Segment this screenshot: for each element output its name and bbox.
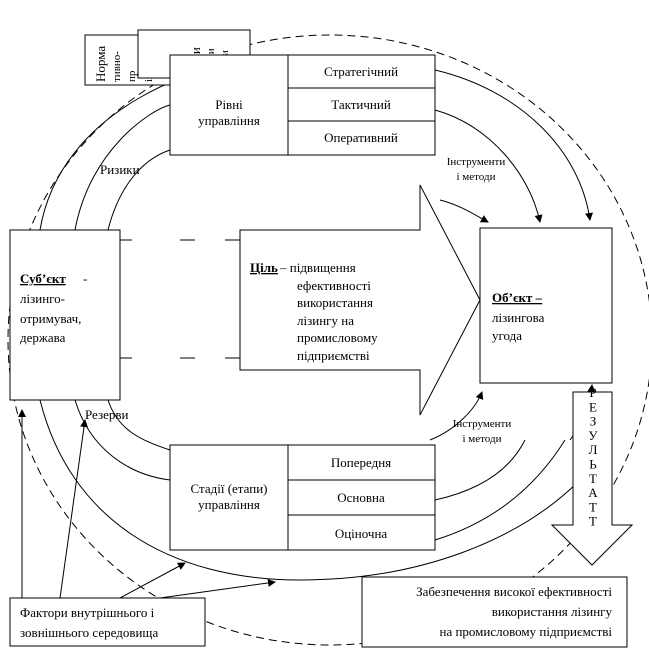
- level-strategic: Стратегічний: [324, 64, 398, 79]
- goal-line: підприємстві: [297, 348, 370, 363]
- goal-line: – підвищення: [279, 260, 356, 275]
- reserves-label: Резерви: [85, 407, 129, 422]
- subject-goal-connectors: [120, 239, 240, 359]
- tools-bottom: Інструменти: [453, 418, 512, 430]
- level-operational: Оперативний: [324, 130, 398, 145]
- result-letter: Р: [589, 385, 596, 400]
- stage-evaluation: Оціночна: [335, 526, 388, 541]
- levels-label: управління: [198, 113, 260, 128]
- object-line: угода: [492, 328, 522, 343]
- norms-line: пр: [126, 70, 138, 82]
- goal-line: промисловому: [297, 330, 378, 345]
- goal-title: Ціль: [250, 260, 278, 275]
- result-letter: З: [590, 414, 597, 429]
- outcome-line: використання лізингу: [492, 604, 613, 619]
- factors-line: Фактори внутрішнього і: [20, 605, 155, 620]
- outcome-line: Забезпечення високої ефективності: [416, 584, 612, 599]
- risks-label: Ризики: [100, 162, 140, 177]
- outcome-box: [361, 576, 628, 648]
- subject-line: лізинго-: [20, 291, 65, 306]
- norms-line: тивно-: [111, 51, 123, 82]
- factors-box: [9, 597, 206, 647]
- stage-main: Основна: [337, 490, 385, 505]
- result-letter: Е: [589, 399, 597, 414]
- result-letter: Л: [589, 442, 598, 457]
- result-letter: А: [588, 485, 598, 500]
- management-levels-box: [169, 54, 436, 156]
- stage-preliminary: Попередня: [331, 455, 391, 470]
- stages-label: управління: [198, 497, 260, 512]
- subject-line: -: [83, 271, 87, 286]
- result-letter: Т: [589, 514, 597, 529]
- subject-line: держава: [20, 330, 66, 345]
- object-box: [479, 227, 613, 384]
- levels-label: Рівні: [215, 97, 243, 112]
- goal-line: лізингу на: [297, 313, 354, 328]
- goal-line: використання: [297, 295, 373, 310]
- tools-top: Інструменти: [447, 156, 506, 168]
- outcome-line: на промисловому підприємстві: [439, 624, 612, 639]
- result-letter: У: [588, 428, 598, 443]
- result-arrow: [550, 391, 634, 566]
- level-tactical: Тактичний: [331, 97, 391, 112]
- tools-bottom: і методи: [463, 433, 502, 445]
- object-line: лізингова: [492, 310, 545, 325]
- management-stages-box: [169, 444, 436, 551]
- subject-box: [9, 229, 121, 401]
- subject-line: отримувач,: [20, 311, 81, 326]
- result-letter: Т: [589, 499, 597, 514]
- tools-top: і методи: [457, 171, 496, 183]
- result-letter: Т: [589, 471, 597, 486]
- factors-line: зовнішнього середовища: [20, 625, 158, 640]
- goal-line: ефективності: [297, 278, 371, 293]
- result-letter: Ь: [589, 457, 597, 472]
- stages-label: Стадії (етапи): [191, 481, 268, 496]
- subject-title: Суб’єкт: [20, 271, 66, 286]
- goal-arrow: [239, 184, 481, 416]
- norms-line: Норма: [93, 46, 108, 82]
- object-title: Об’єкт –: [492, 290, 543, 305]
- factor-arrows: [18, 409, 276, 599]
